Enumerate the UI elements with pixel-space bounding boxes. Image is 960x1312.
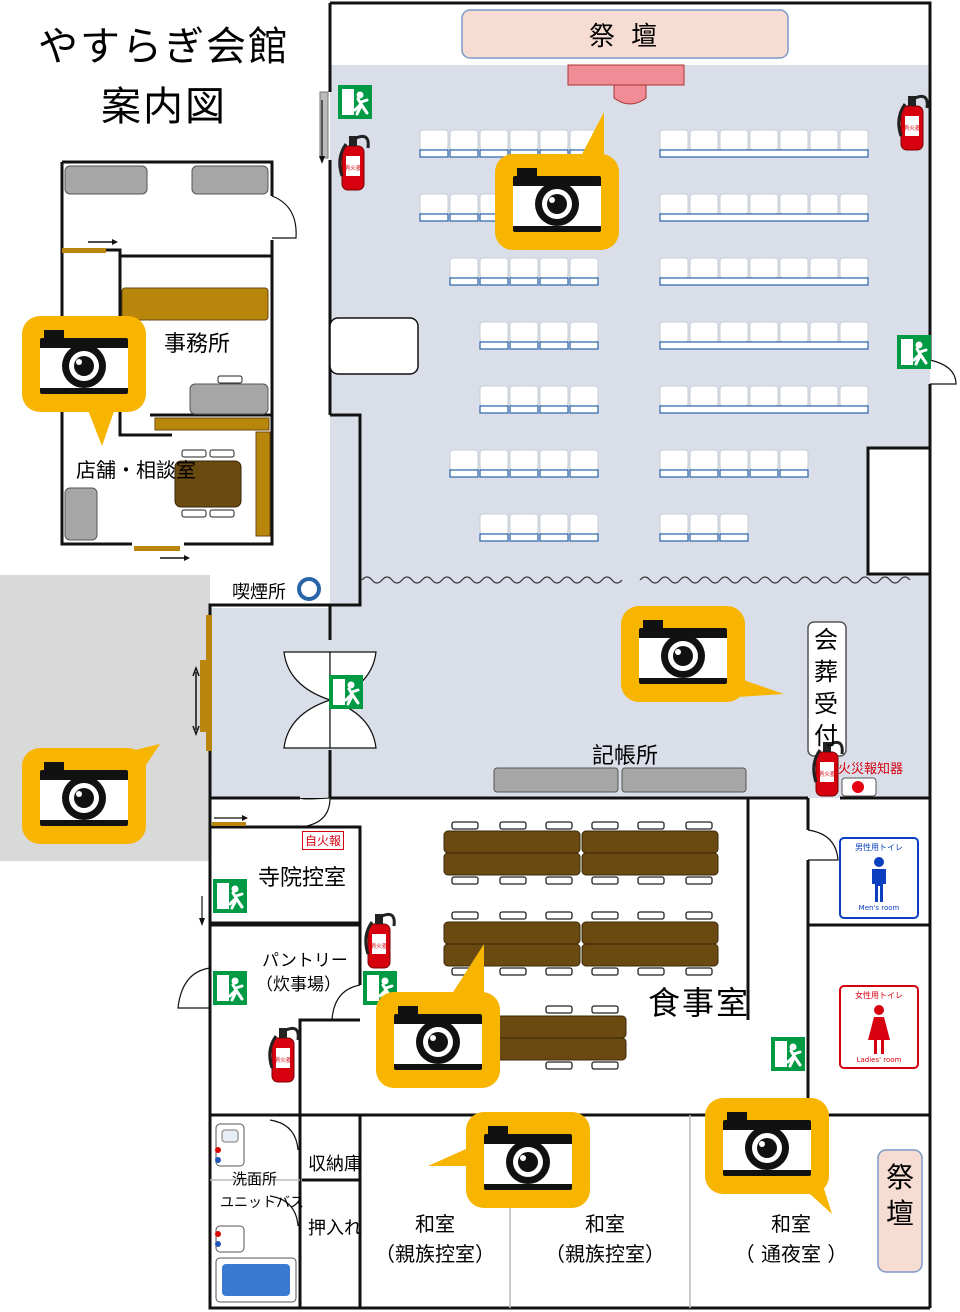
ladies-room-sign [839, 985, 919, 1069]
washitsu-2-sub-label: （親族控室） [545, 1242, 665, 1266]
entrance-hall [210, 608, 330, 798]
shop-label: 店舗・相談室 [76, 458, 196, 482]
auto-fire-label: 自火報 [302, 831, 345, 850]
smoking-label: 喫煙所 [232, 582, 286, 603]
camera-icon [495, 112, 619, 250]
ladies-room-label: 女性用トイレ [855, 991, 903, 1000]
washitsu-1-label: 和室 [415, 1212, 455, 1236]
washitsu-1-sub-label: （親族控室） [375, 1242, 495, 1266]
ladies-room-en-label: Ladies' room [856, 1056, 902, 1064]
dining-tables [443, 830, 719, 1061]
map-subtitle: 案内図 [101, 84, 227, 130]
washitsu-2-label: 和室 [585, 1212, 625, 1236]
washroom-label: 洗面所 [232, 1170, 278, 1188]
unitbath-label: ユニットバス [220, 1195, 304, 1211]
camera-icon [22, 744, 160, 844]
office-label: 事務所 [164, 332, 231, 357]
altar-top-label: 祭 壇 [588, 22, 662, 52]
camera-icon [705, 1098, 832, 1214]
washitsu-3-sub-label: （ 通夜室 ） [734, 1242, 848, 1266]
mens-room-en-label: Men's room [858, 904, 900, 912]
closet-label: 押入れ [308, 1218, 362, 1239]
altar-side [877, 1149, 923, 1273]
map-title: やすらぎ会館 [38, 24, 290, 70]
washitsu-3-label: 和室 [771, 1212, 811, 1236]
altar-top [461, 9, 789, 59]
camera-icon [428, 1112, 590, 1208]
camera-icon [22, 316, 146, 446]
registry-label: 記帳所 [592, 744, 659, 769]
reception-label: 会 葬 受 付 [814, 626, 838, 750]
camera-icon [621, 606, 784, 702]
mens-room-label: 男性用トイレ [855, 843, 903, 852]
storage-label: 収納庫 [308, 1154, 362, 1175]
fire-alarm-label: 火災報知器 [838, 762, 904, 777]
camera-icon [376, 944, 500, 1088]
pantry-label: パントリー [262, 951, 348, 971]
pantry-sub-label: （炊事場） [256, 975, 341, 995]
mens-room-sign [839, 837, 919, 919]
dining-room-label: 食事室 [648, 984, 751, 1022]
temple-room-label: 寺院控室 [258, 866, 347, 891]
altar-side-label: 祭壇 [886, 1161, 915, 1230]
